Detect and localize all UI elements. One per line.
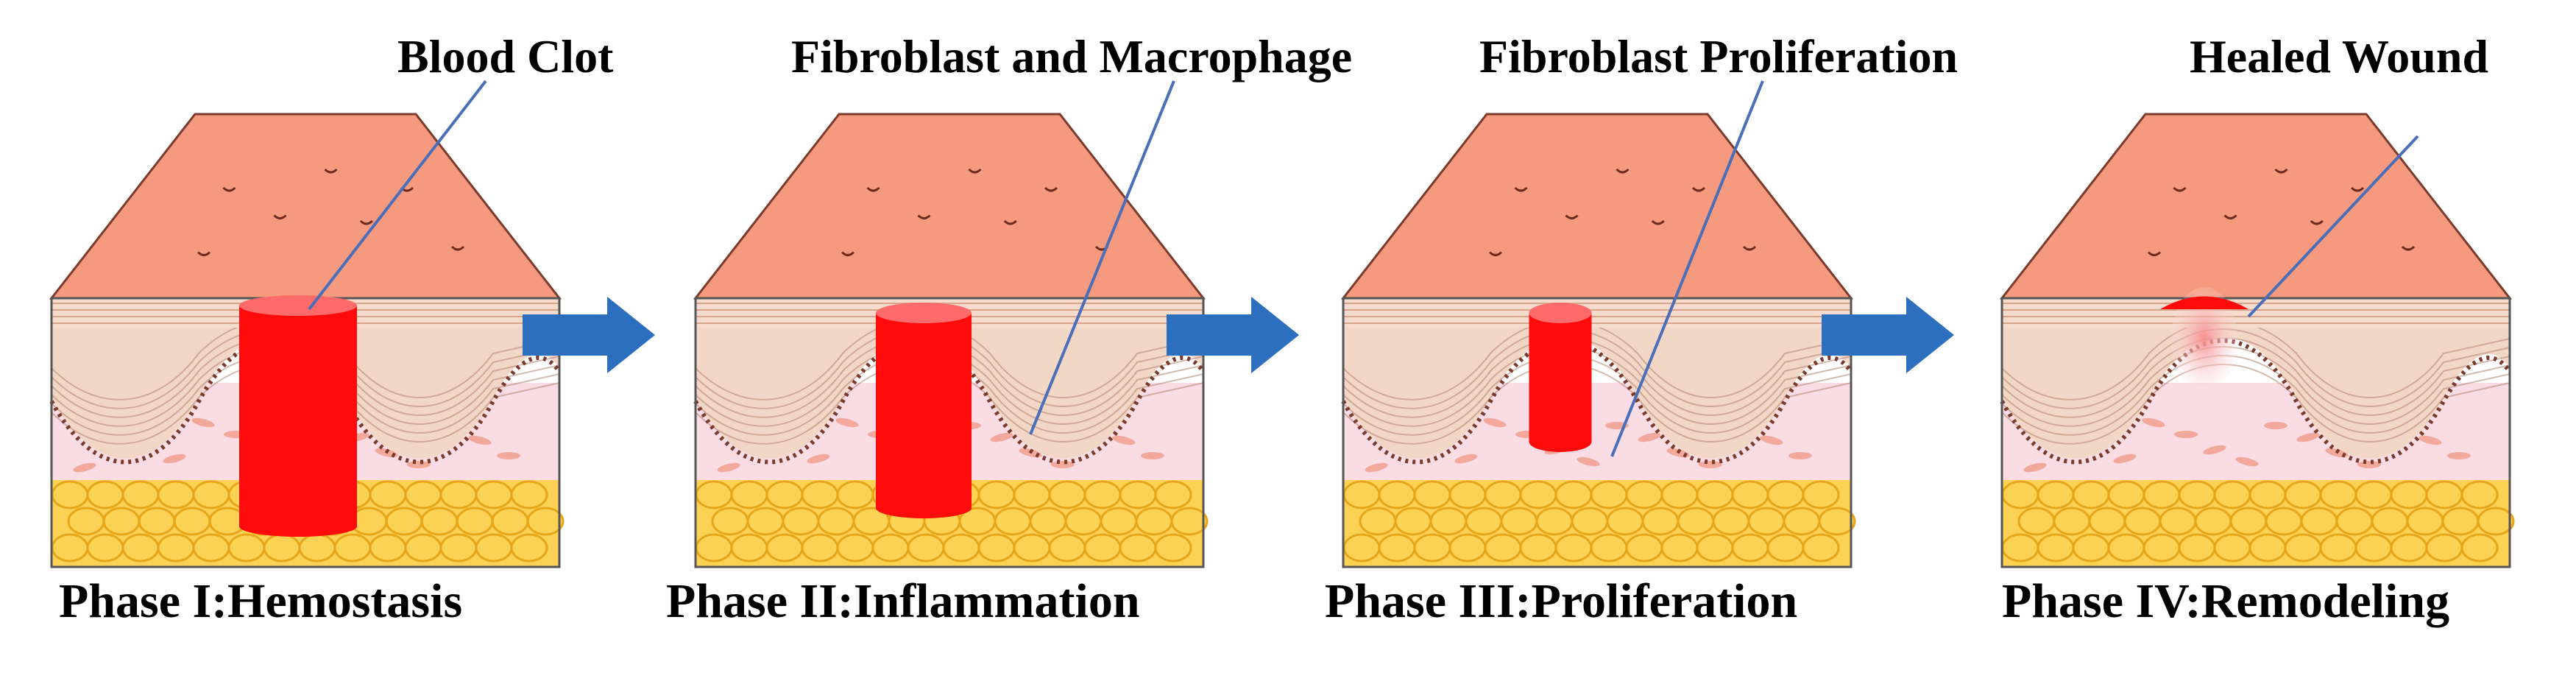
blood-clot-top [1529,303,1592,323]
scab [2160,296,2248,309]
pore-mark [2147,251,2162,256]
pore-mark [1003,219,1017,225]
pointer-line-3 [1610,80,1764,457]
arrow-right-icon-1 [523,297,655,373]
label-blood-clot: Blood Clot [397,30,614,82]
phase-label-4: Phase IV:Remodeling [2002,574,2449,628]
block-outline [2000,297,2511,568]
blood-clot [876,313,972,508]
pore-mark [917,214,931,219]
pore-mark [450,245,465,251]
pore-mark [2274,168,2288,174]
skin-block-1 [49,113,565,568]
pore-mark [273,214,287,219]
blood-clot-top [876,303,972,323]
pore-mark [1514,186,1528,192]
skin-block-3 [1340,113,1856,568]
epidermis-layer [2002,324,2510,459]
pore-mark [1565,214,1579,219]
label-healed-wound: Healed Wound [2190,30,2488,82]
pointer-line-2 [1029,80,1175,435]
epidermis-layer [1343,324,1851,459]
skin-block-2 [693,113,1209,568]
pore-mark [222,186,236,192]
label-fibroblast-proliferation: Fibroblast Proliferation [1479,30,1958,82]
papillary-border [1341,338,1853,465]
pore-mark [1742,245,1757,251]
phase-label-2: Phase II:Inflammation [666,574,1140,628]
block-outline [1342,297,1853,568]
epidermis-layer [696,324,1203,459]
pore-mark [2350,186,2365,192]
label-fibroblast-macrophage: Fibroblast and Macrophage [791,30,1352,82]
pore-mark [1651,219,1665,225]
blood-clot [239,306,357,526]
pointer-line-1 [308,80,487,311]
phase-label-1: Phase I:Hemostasis [59,574,462,628]
skin-block-4 [1999,113,2515,568]
pore-mark [2173,186,2187,192]
pore-mark [2401,245,2416,251]
papillary-border [693,338,1206,465]
papillary-border [2000,338,2512,465]
skin-surface [49,113,562,300]
arrow-right-icon-2 [1167,297,1299,373]
pore-mark [197,251,211,256]
arrow-right-icon-3 [1822,297,1954,373]
pore-mark [2310,219,2324,225]
healed-wound-area [2171,287,2237,390]
skin-surface [693,113,1206,300]
pore-mark [1488,251,1503,256]
pore-mark [866,186,880,192]
phase-label-3: Phase III:Proliferation [1325,574,1797,628]
pore-mark [1044,186,1058,192]
pore-mark [324,168,338,174]
epidermis-layer [52,324,559,459]
blood-clot [1529,313,1592,442]
pore-mark [359,219,373,225]
pore-mark [968,168,982,174]
pore-mark [1616,168,1630,174]
pore-mark [2223,214,2237,219]
skin-surface [1340,113,1854,300]
pore-mark [1691,186,1706,192]
pointer-line-4 [2247,135,2419,318]
papillary-border [49,338,562,465]
block-outline [694,297,1205,568]
blood-clot-top [239,295,357,316]
skin-surface [1999,113,2513,300]
pore-mark [841,251,855,256]
